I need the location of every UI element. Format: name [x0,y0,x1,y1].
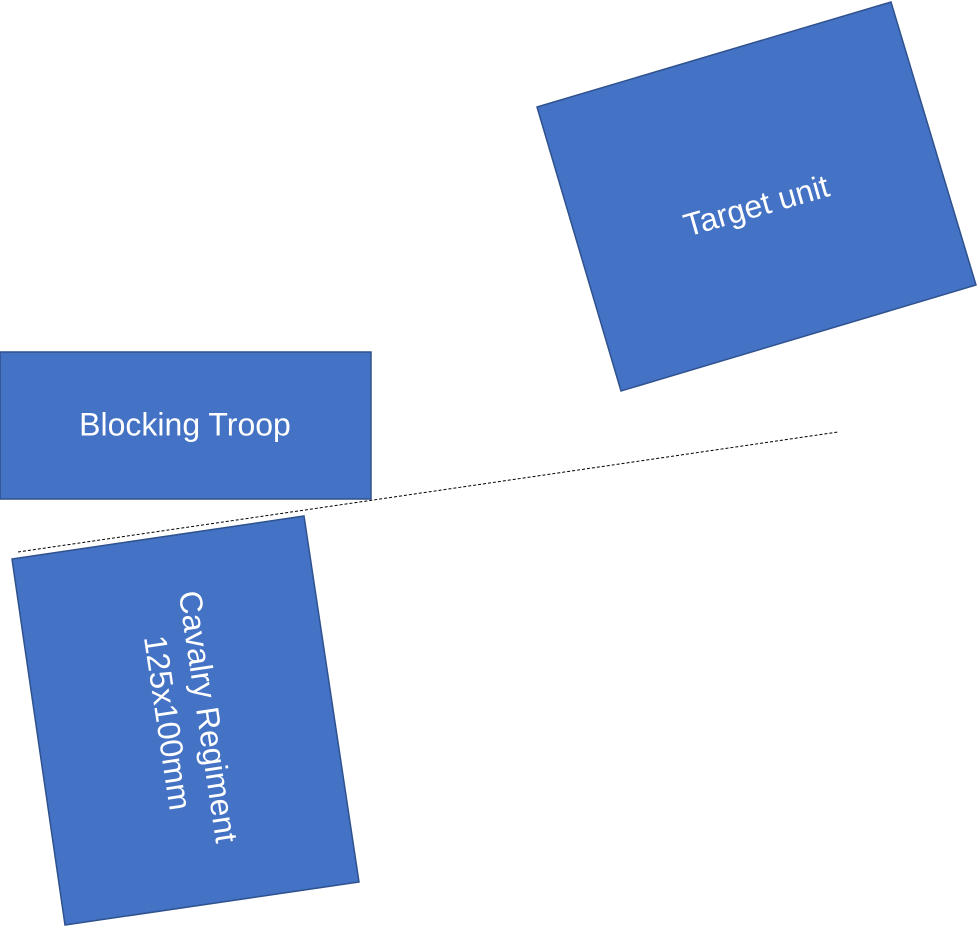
blocking-troop-rect [0,351,372,500]
line-of-sight-dashed [17,431,839,553]
cavalry-regiment: Cavalry Regiment 125x100mm [11,515,360,926]
target-unit-rect [536,1,977,392]
blocking-troop-label: Blocking Troop [79,406,291,442]
blocking-troop: Blocking Troop [0,351,372,500]
cavalry-regiment-rect [11,515,360,926]
target-unit: Target unit [536,1,977,392]
